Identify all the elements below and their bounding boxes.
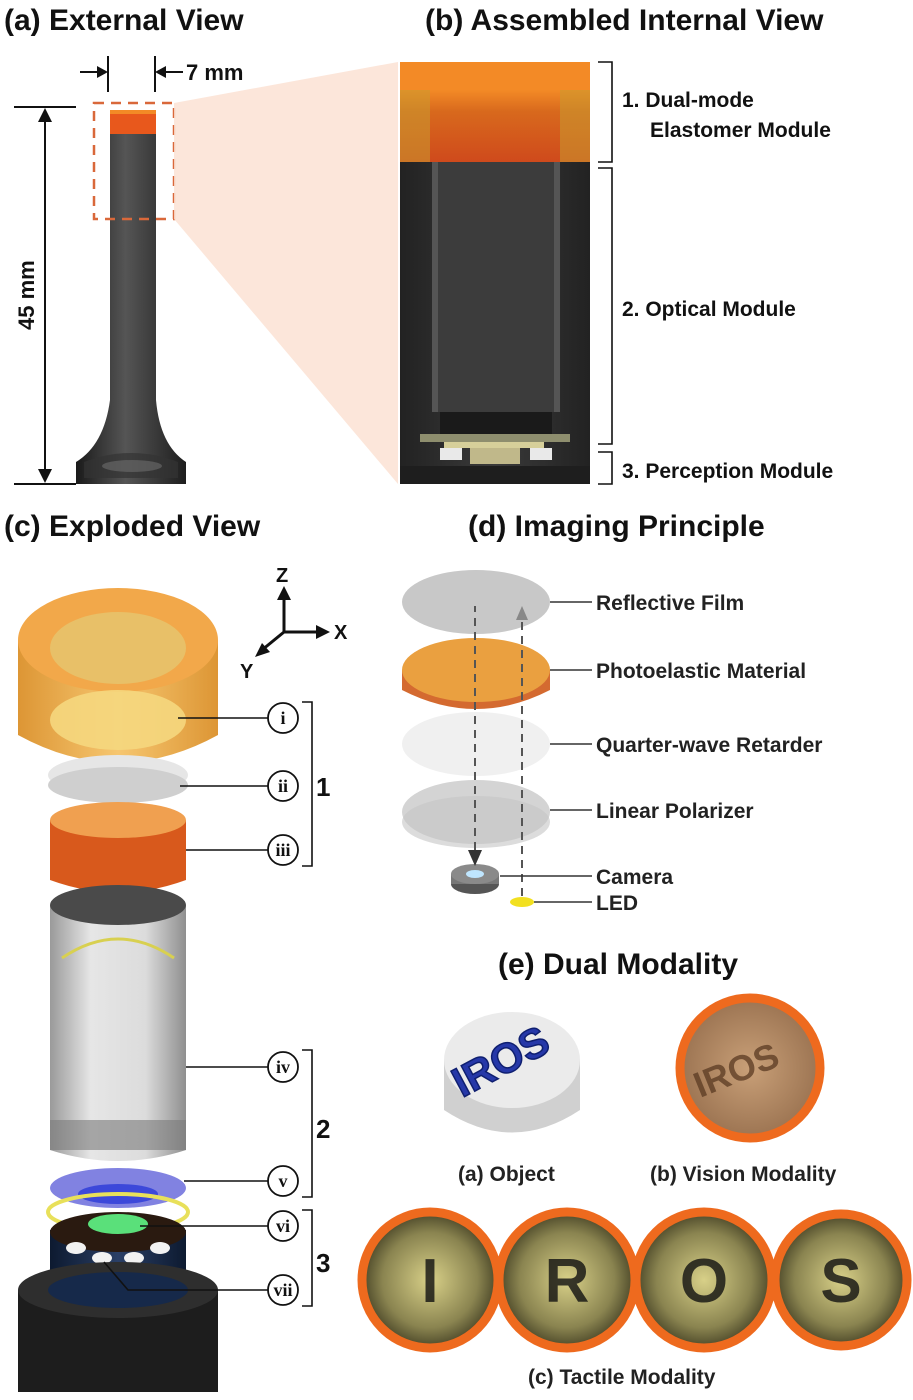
group-3-label: 3 [316, 1248, 330, 1278]
part-vii-label: vii [273, 1280, 292, 1300]
group-1-label: 1 [316, 772, 330, 802]
tactile-letter-s: S [820, 1247, 861, 1316]
group-2-label: 2 [316, 1114, 330, 1144]
axis-triad: Z X Y [240, 565, 348, 683]
part-ii-label: ii [278, 776, 288, 796]
axis-y-label: Y [240, 661, 254, 683]
object-image: IROS [443, 1012, 580, 1133]
exploded-view: Z X Y [18, 565, 348, 1392]
internal-view: 1. Dual-mode Elastomer Module 2. Optical… [400, 61, 833, 485]
axis-z-label: Z [276, 565, 288, 587]
tactile-letter-r: R [545, 1247, 590, 1316]
layer-quarter-wave: Quarter-wave Retarder [596, 734, 822, 757]
vision-modality-image: IROS [675, 993, 825, 1143]
panel-c-title: (c) Exploded View [4, 510, 261, 543]
layer-led: LED [596, 892, 638, 915]
part-iv-label: iv [276, 1057, 290, 1077]
module-3-label: 3. Perception Module [622, 460, 833, 483]
part-iii-label: iii [275, 840, 290, 860]
panel-e-title: (e) Dual Modality [498, 948, 739, 981]
height-dimension-label: 45 mm [14, 260, 39, 330]
dual-modality: IROS IROS I R O S [357, 993, 912, 1353]
part-i-label: i [280, 708, 285, 728]
tactile-letter-o: O [680, 1247, 728, 1316]
width-dimension-label: 7 mm [186, 60, 243, 85]
panel-b-title: (b) Assembled Internal View [425, 4, 824, 37]
object-caption: (a) Object [458, 1163, 555, 1186]
layer-reflective-film: Reflective Film [596, 592, 744, 615]
external-view: 7 mm 45 mm [14, 56, 398, 485]
panel-d-title: (d) Imaging Principle [468, 510, 765, 543]
module-1-label: 1. Dual-mode [622, 89, 754, 112]
layer-linear-polarizer: Linear Polarizer [596, 800, 754, 823]
axis-x-label: X [334, 622, 348, 644]
tactile-letter-i: I [421, 1247, 438, 1316]
imaging-principle: Reflective Film Photoelastic Material Qu… [402, 570, 822, 915]
part-vi-label: vi [276, 1216, 290, 1236]
layer-camera: Camera [596, 866, 673, 889]
tactile-caption: (c) Tactile Modality [528, 1366, 716, 1389]
part-v-label: v [279, 1171, 288, 1191]
panel-a-title: (a) External View [4, 4, 244, 37]
vision-caption: (b) Vision Modality [650, 1163, 837, 1186]
module-2-label: 2. Optical Module [622, 298, 796, 321]
layer-photoelastic: Photoelastic Material [596, 660, 806, 683]
module-1-label-line2: Elastomer Module [650, 119, 831, 142]
tactile-modality-images: I R O S [357, 1207, 912, 1353]
